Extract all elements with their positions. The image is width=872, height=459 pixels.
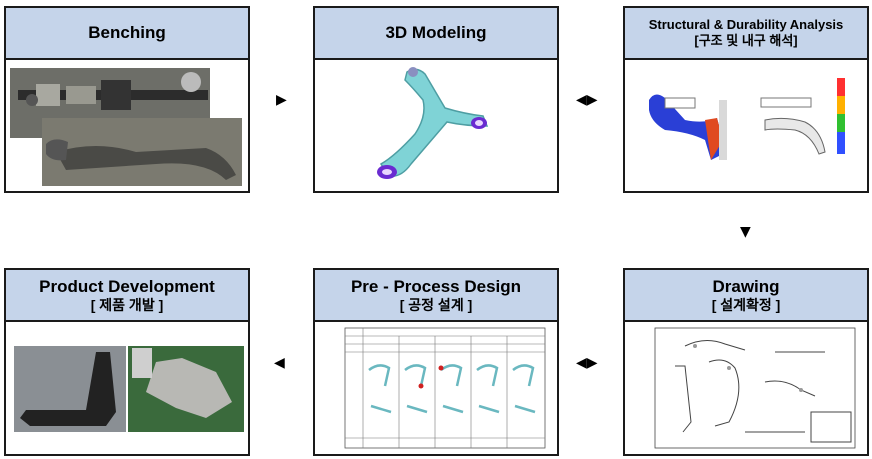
step-subtitle: [구조 및 내구 해석]: [694, 33, 798, 48]
step-structural-analysis: Structural & Durability Analysis [구조 및 내…: [623, 6, 869, 193]
product-photos: [6, 322, 248, 454]
step-3d-modeling: 3D Modeling: [313, 6, 559, 193]
step-header: Benching: [6, 8, 248, 60]
step-subtitle: [ 공정 설계 ]: [399, 296, 473, 313]
step-title: Structural & Durability Analysis: [648, 16, 844, 32]
step-title: Product Development: [39, 276, 215, 296]
step-header: Product Development [ 제품 개발 ]: [6, 270, 248, 322]
arrow-left-icon: ◀: [274, 355, 285, 371]
step-subtitle: [ 제품 개발 ]: [90, 296, 164, 313]
arrow-bidirectional-icon: ◀▶: [576, 355, 598, 371]
arrow-down-icon: ▼: [740, 224, 751, 240]
arrow-bidirectional-icon: ◀▶: [576, 92, 598, 108]
step-header: 3D Modeling: [315, 8, 557, 60]
technical-drawing-image: [625, 322, 867, 454]
step-title: Drawing: [712, 276, 780, 296]
step-header: Pre - Process Design [ 공정 설계 ]: [315, 270, 557, 322]
step-header: Structural & Durability Analysis [구조 및 내…: [625, 8, 867, 60]
step-subtitle: [ 설계확정 ]: [711, 296, 781, 313]
step-title: Pre - Process Design: [350, 276, 522, 296]
arrow-right-icon: ▶: [276, 92, 287, 108]
fea-result-image: [625, 60, 867, 191]
step-title: 3D Modeling: [385, 23, 487, 43]
step-benching: Benching: [4, 6, 250, 193]
step-header: Drawing [ 설계확정 ]: [625, 270, 867, 322]
step-drawing: Drawing [ 설계확정 ]: [623, 268, 869, 456]
step-product-development: Product Development [ 제품 개발 ]: [4, 268, 250, 456]
step-pre-process-design: Pre - Process Design [ 공정 설계 ]: [313, 268, 559, 456]
step-title: Benching: [88, 23, 166, 43]
3d-model-render: [315, 60, 557, 191]
benching-photo: [6, 60, 248, 191]
process-table-image: [315, 322, 557, 454]
